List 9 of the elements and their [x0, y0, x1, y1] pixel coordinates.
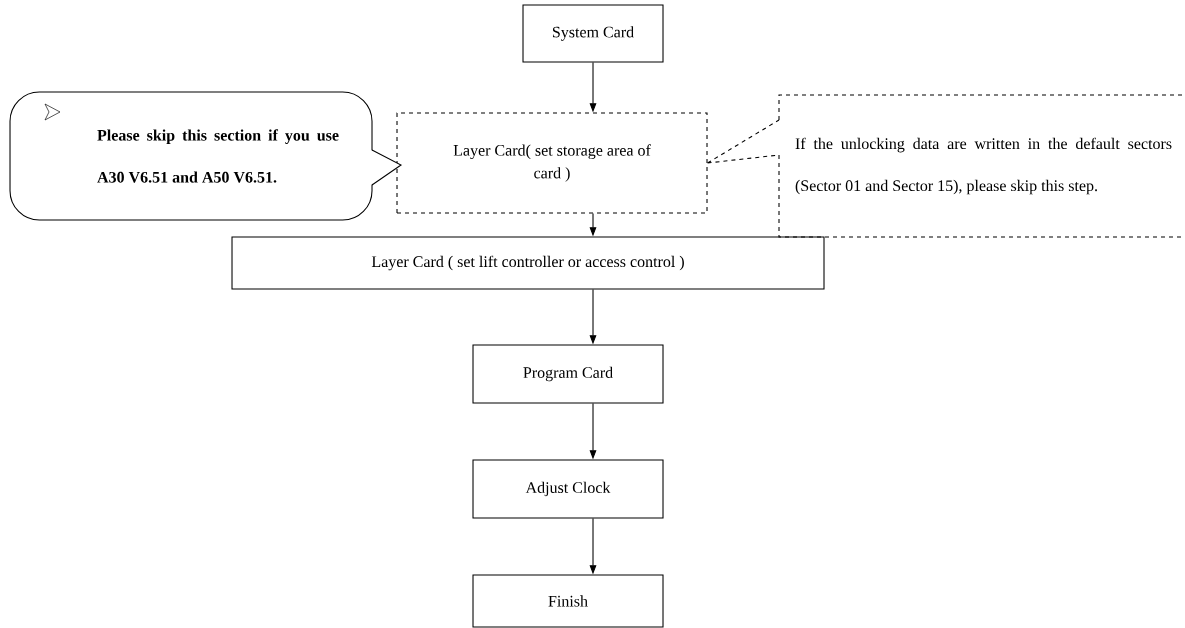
process-box: System Card	[522, 4, 664, 63]
callout-bubble: Please skip this section if you use A30 V6.51 and A50 V6.51.	[9, 91, 403, 221]
leader-line	[707, 119, 780, 164]
note-box: If the unlocking data are written in the default sectors (Sector 01 and Sector 15), please skip this step.	[778, 94, 1183, 238]
process-box: Finish	[472, 574, 664, 628]
process-box: Layer Card( set storage area of card )	[396, 112, 708, 214]
process-box: Layer Card ( set lift controller or access control )	[231, 236, 825, 290]
process-box: Program Card	[472, 344, 664, 404]
process-box: Adjust Clock	[472, 459, 664, 519]
